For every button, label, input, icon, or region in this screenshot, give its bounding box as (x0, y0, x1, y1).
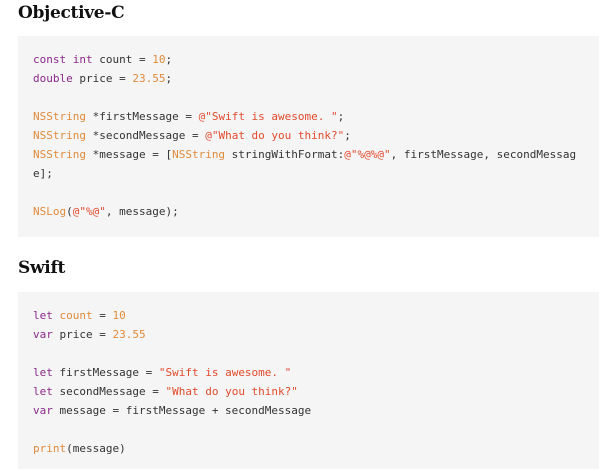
code-line: NSString *message = [NSString stringWith… (33, 145, 599, 164)
keyword: int (72, 53, 93, 66)
code-text: e]; (33, 167, 53, 180)
string-literal: @"Swift is awesome. " (198, 110, 338, 123)
code-text: count = (92, 53, 153, 66)
code-text: ( (66, 205, 73, 218)
number-literal: 23.55 (112, 328, 146, 341)
code-text: (message) (66, 442, 126, 455)
code-text: firstMessage = (52, 366, 159, 379)
string-literal: "What do you think?" (165, 385, 298, 398)
objc-code-block: const int count = 10; double price = 23.… (18, 36, 599, 237)
number-literal: 10 (112, 309, 126, 322)
code-line: double price = 23.55; (33, 69, 599, 88)
code-text: = (92, 309, 113, 322)
code-text: *secondMessage = (85, 129, 206, 142)
code-text: *message = [ (85, 148, 173, 161)
code-text: price = (52, 328, 113, 341)
keyword: const (33, 53, 67, 66)
keyword: let (33, 366, 53, 379)
blank-line (33, 420, 599, 439)
string-literal: @"%@%@" (344, 148, 391, 161)
code-text: ; (337, 110, 345, 123)
function-name: print (33, 442, 67, 455)
code-text: , firstMessage, secondMessag (390, 148, 577, 161)
function-name: NSLog (33, 205, 67, 218)
swift-code-block: let count = 10 var price = 23.55 let fir… (18, 292, 599, 469)
code-text: stringWithFormat: (225, 148, 345, 161)
code-text: ; (344, 129, 351, 142)
type-name: NSString (33, 110, 86, 123)
code-text: *firstMessage = (85, 110, 199, 123)
string-literal: @"What do you think?" (205, 129, 345, 142)
code-line: let firstMessage = "Swift is awesome. " (33, 363, 599, 382)
type-name: NSString (33, 129, 86, 142)
code-text: price = (72, 72, 133, 85)
swift-section-title: Swift (18, 258, 66, 278)
code-line: var message = firstMessage + secondMessa… (33, 401, 599, 420)
code-line: let secondMessage = "What do you think?" (33, 382, 599, 401)
type-name: NSString (172, 148, 226, 161)
keyword: var (33, 404, 53, 417)
code-text: ; (165, 72, 173, 85)
code-line: const int count = 10; (33, 50, 599, 69)
objc-section-title: Objective-C (18, 3, 125, 23)
blank-line (33, 344, 599, 363)
keyword: double (33, 72, 73, 85)
code-text: secondMessage = (52, 385, 166, 398)
string-literal: @"%@" (72, 205, 106, 218)
number-literal: 23.55 (132, 72, 166, 85)
number-literal: 10 (152, 53, 166, 66)
code-line: print(message) (33, 439, 599, 458)
code-text: ; (165, 53, 173, 66)
blank-line (33, 88, 599, 107)
code-line: NSString *secondMessage = @"What do you … (33, 126, 599, 145)
code-text: message = firstMessage + secondMessage (52, 404, 312, 417)
blank-line (33, 183, 599, 202)
code-line: var price = 23.55 (33, 325, 599, 344)
string-literal: "Swift is awesome. " (158, 366, 292, 379)
type-name: NSString (33, 148, 86, 161)
keyword: var (33, 328, 53, 341)
code-line: NSString *firstMessage = @"Swift is awes… (33, 107, 599, 126)
keyword: let (33, 309, 53, 322)
code-line: let count = 10 (33, 306, 599, 325)
keyword: let (33, 385, 53, 398)
variable-name: count (59, 309, 93, 322)
code-text (53, 309, 60, 322)
code-text: , message); (105, 205, 179, 218)
code-line: e]; (33, 164, 599, 183)
code-line: NSLog(@"%@", message); (33, 202, 599, 221)
